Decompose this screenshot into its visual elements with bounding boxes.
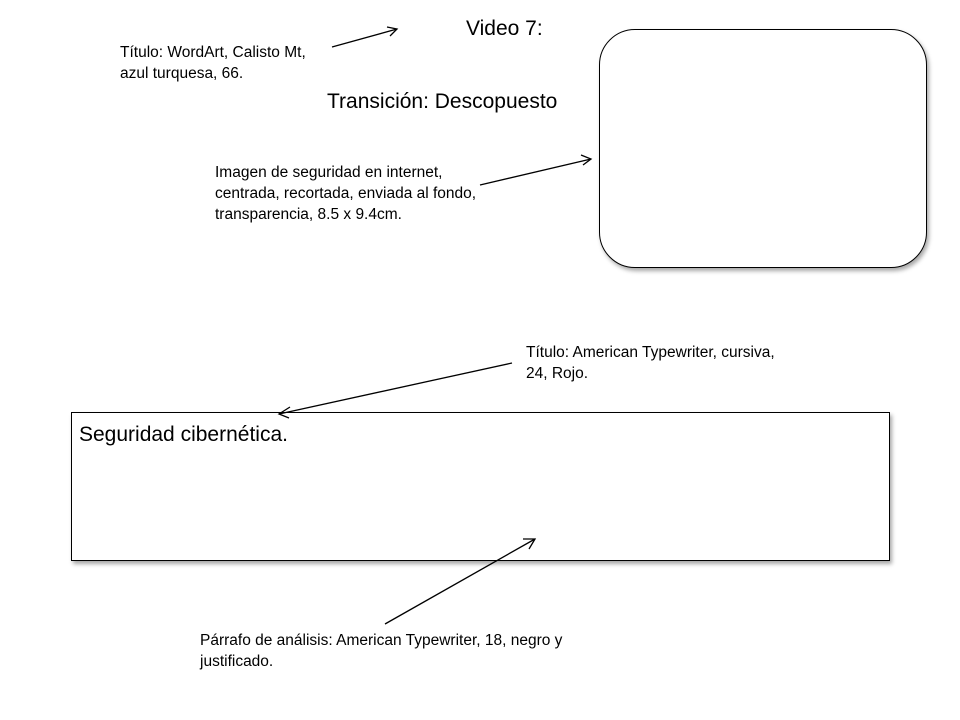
image-placeholder-box[interactable]: [599, 29, 927, 268]
arrowhead-video-title: [386, 26, 399, 37]
arrow-to-content-box: [384, 538, 536, 625]
arrow-to-image-box: [479, 158, 592, 186]
paragraph-format-note: Párrafo de análisis: American Typewriter…: [200, 632, 563, 670]
content-title: Seguridad cibernética.: [79, 423, 288, 446]
transition-label: Transición: Descopuesto: [327, 90, 558, 113]
arrowhead-content-box: [523, 538, 537, 550]
title-format-note: Título: WordArt, Calisto Mt, azul turque…: [120, 44, 306, 82]
content-text-box[interactable]: Seguridad cibernética.: [71, 412, 890, 561]
arrow-to-video-title: [331, 28, 398, 48]
video-title: Video 7:: [466, 17, 543, 40]
arrow-to-content-title: [278, 362, 513, 415]
arrowhead-content-title: [277, 406, 291, 419]
arrowhead-image-box: [580, 154, 593, 166]
heading-format-note: Título: American Typewriter, cursiva, 24…: [526, 344, 775, 382]
image-format-note: Imagen de seguridad en internet, centrad…: [215, 164, 477, 223]
